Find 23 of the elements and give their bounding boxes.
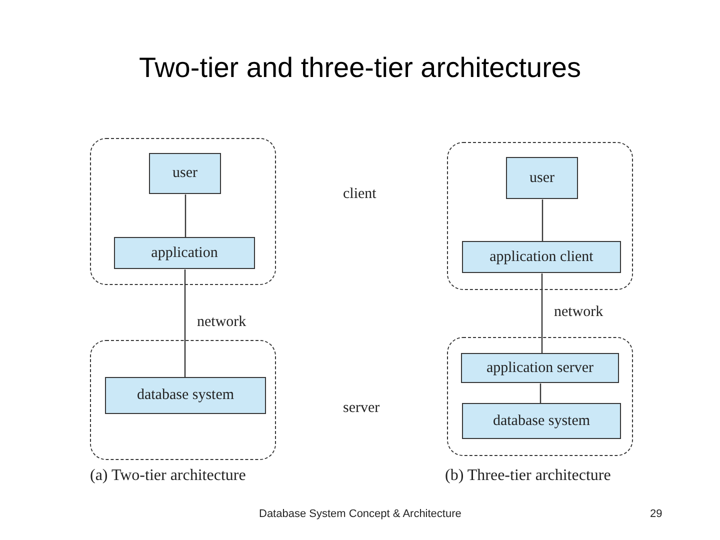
component-box: application [114, 237, 255, 269]
connector-line [184, 270, 186, 378]
tier-group-box [447, 142, 633, 290]
tier-group-box [90, 138, 276, 285]
tier-label: client [343, 186, 376, 203]
connector-line [542, 200, 544, 242]
component-box: application server [461, 353, 619, 383]
connector-line [184, 194, 186, 238]
tier-label: server [343, 400, 380, 417]
component-box: user [149, 153, 221, 194]
component-box: database system [105, 377, 266, 414]
component-box: database system [462, 403, 621, 439]
tier-group-box [90, 340, 276, 460]
page-number: 29 [650, 508, 662, 520]
slide-title: Two-tier and three-tier architectures [138, 52, 582, 84]
footer-text: Database System Concept & Architecture [259, 508, 462, 520]
component-box: application client [462, 241, 621, 273]
tier-group-box [447, 337, 633, 456]
connector-line [541, 274, 543, 354]
component-box: user [506, 157, 578, 199]
connector-line [540, 384, 542, 404]
figure-caption: (b) Three-tier architecture [445, 467, 611, 485]
figure-caption: (a) Two-tier architecture [90, 467, 246, 485]
